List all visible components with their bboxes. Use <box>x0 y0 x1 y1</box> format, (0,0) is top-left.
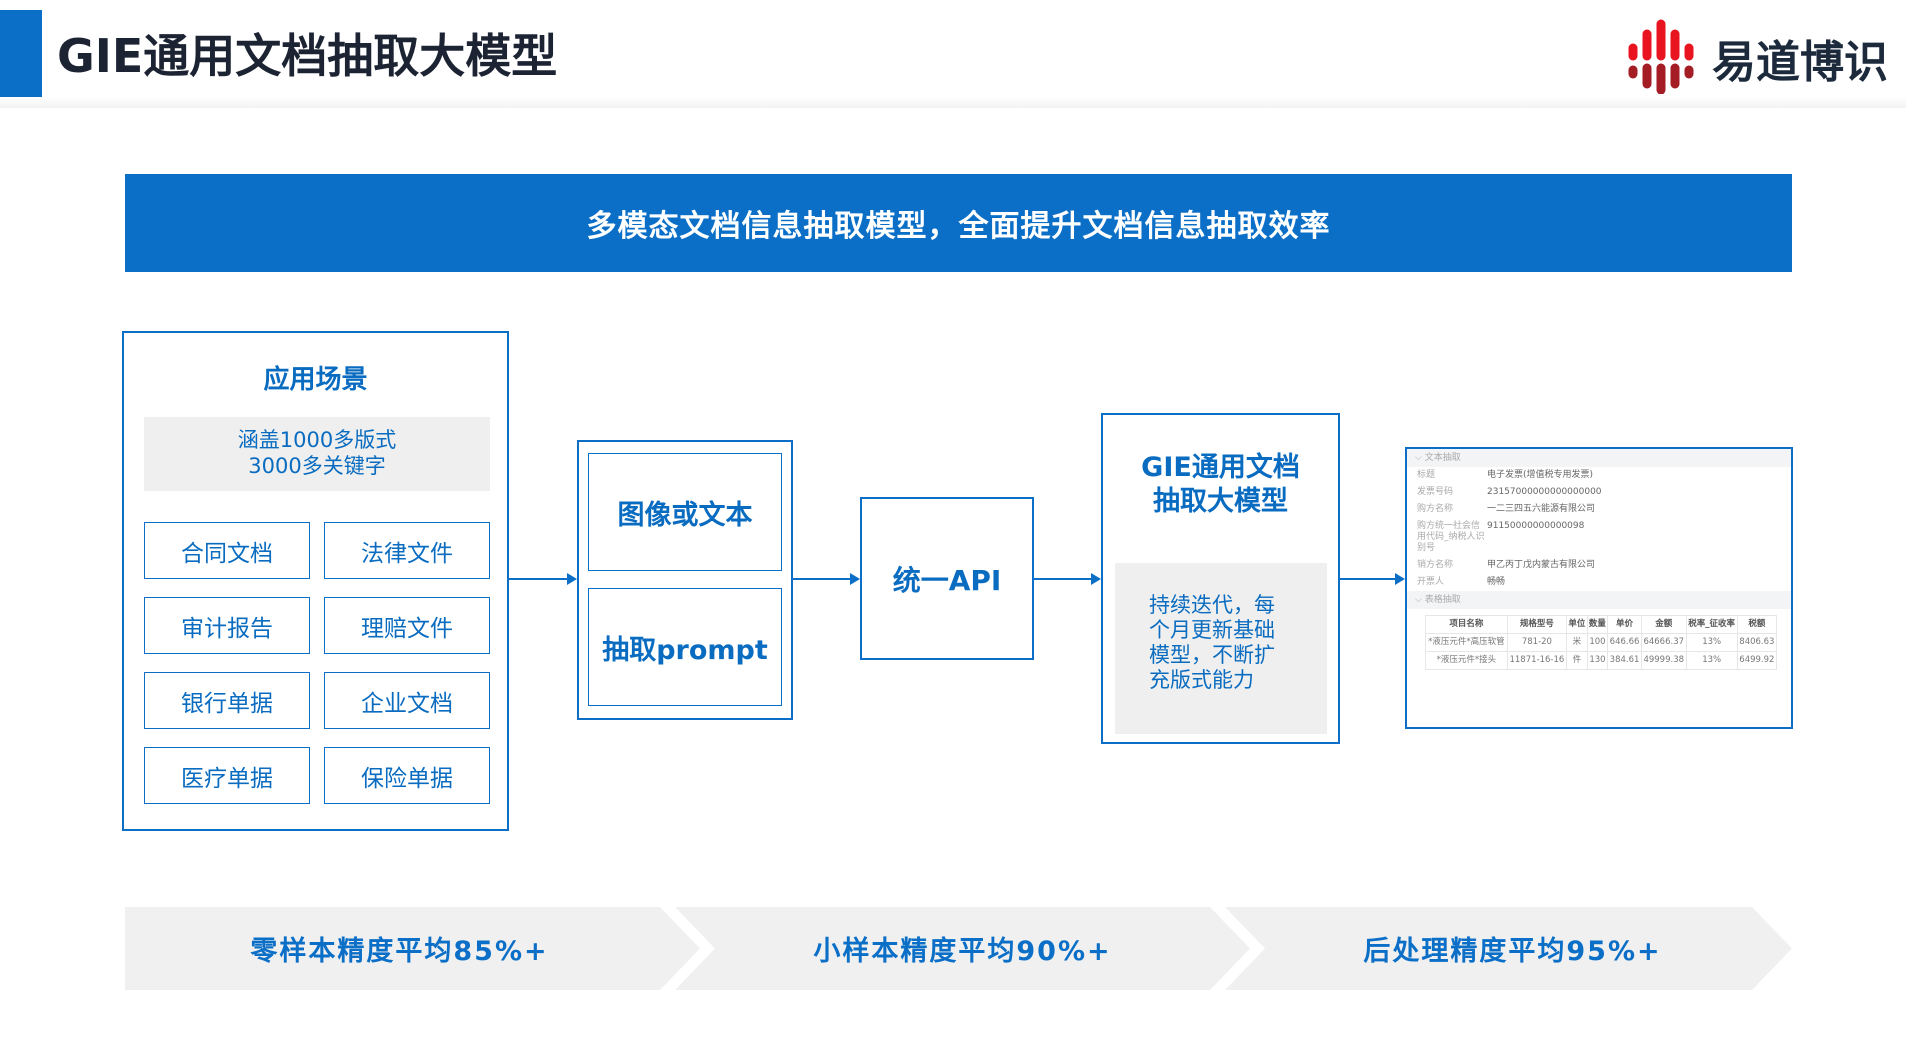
table-cell: 8406.63 <box>1736 633 1778 652</box>
column-header: 税额 <box>1736 615 1778 634</box>
table-cell: 130 <box>1586 651 1609 670</box>
metric-post-processing: 后处理精度平均95%+ <box>1363 936 1662 967</box>
scenarios-panel: 应用场景 涵盖1000多版式 3000多关键字 合同文档 法律文件 审计报告 理… <box>122 331 509 831</box>
column-header: 税率_征收率 <box>1685 615 1738 634</box>
model-title: GIE通用文档 抽取大模型 <box>1103 451 1338 519</box>
table-cell: 384.61 <box>1607 651 1642 670</box>
field-row: 标题 电子发票(增值税专用发票) <box>1407 467 1791 484</box>
chevron-shape <box>675 907 1250 990</box>
scenario-tag: 保险单据 <box>324 747 490 804</box>
scenario-tag: 审计报告 <box>144 597 310 654</box>
table-cell: *液压元件*接头 <box>1425 651 1508 670</box>
table-cell: 米 <box>1566 633 1588 652</box>
field-key: 销方名称 <box>1417 560 1454 570</box>
prompt-box: 抽取prompt <box>588 588 782 706</box>
scenario-tag: 合同文档 <box>144 522 310 579</box>
arrow-icon <box>793 573 860 585</box>
scenario-tag: 理赔文件 <box>324 597 490 654</box>
logo-icon <box>1628 19 1694 94</box>
field-value: 电子发票(增值税专用发票) <box>1487 470 1594 480</box>
table-cell: 49999.38 <box>1640 651 1687 670</box>
table-section-header[interactable]: ⌵ 表格抽取 <box>1407 591 1791 609</box>
model-panel: GIE通用文档 抽取大模型 持续迭代，每个月更新基础模型，不断扩充版式能力 <box>1101 413 1340 744</box>
table-cell: 781-20 <box>1506 633 1568 652</box>
coverage-line: 3000多关键字 <box>248 454 386 478</box>
column-header: 单价 <box>1607 615 1642 634</box>
banner: 多模态文档信息抽取模型，全面提升文档信息抽取效率 <box>125 174 1792 272</box>
model-title-line: 抽取大模型 <box>1153 486 1288 517</box>
field-key: 购方名称 <box>1417 504 1454 514</box>
field-key: 开票人 <box>1417 577 1445 587</box>
table-cell: 6499.92 <box>1736 651 1778 670</box>
logo-text: 易道博识 <box>1712 37 1888 88</box>
field-key: 发票号码 <box>1417 487 1454 497</box>
coverage-line: 涵盖1000多版式 <box>237 428 397 452</box>
text-section-header[interactable]: ⌵ 文本抽取 <box>1407 449 1791 467</box>
field-value: 一二三四五六能源有限公司 <box>1487 504 1596 514</box>
metric-few-shot: 小样本精度平均90%+ <box>813 936 1112 967</box>
page-title: GIE通用文档抽取大模型 <box>57 29 558 83</box>
column-header: 数量 <box>1586 615 1609 634</box>
field-value: 23157000000000000000 <box>1487 487 1602 497</box>
header <box>0 0 1906 108</box>
field-row: 购方名称 一二三四五六能源有限公司 <box>1407 501 1791 518</box>
table-cell: *液压元件*高压软管 <box>1425 633 1508 652</box>
model-description: 持续迭代，每个月更新基础模型，不断扩充版式能力 <box>1115 563 1327 734</box>
model-title-line: GIE通用文档 <box>1141 452 1300 483</box>
column-header: 金额 <box>1640 615 1687 634</box>
field-key: 购方统一社会信用代码_纳税人识别号 <box>1417 521 1485 553</box>
arrow-icon <box>1340 573 1405 585</box>
section-label: 表格抽取 <box>1424 595 1461 605</box>
section-label: 文本抽取 <box>1424 453 1461 463</box>
coverage-box: 涵盖1000多版式 3000多关键字 <box>144 417 490 491</box>
scenario-tag: 企业文档 <box>324 672 490 729</box>
table-cell: 64666.37 <box>1640 633 1687 652</box>
field-key: 标题 <box>1417 470 1436 480</box>
api-box: 统一API <box>860 497 1034 660</box>
column-header: 规格型号 <box>1506 615 1568 634</box>
chevron-shape <box>125 907 700 990</box>
scenario-tag: 法律文件 <box>324 522 490 579</box>
field-row: 发票号码 23157000000000000000 <box>1407 484 1791 501</box>
table-cell: 件 <box>1566 651 1588 670</box>
column-header: 单位 <box>1566 615 1588 634</box>
extraction-result-panel: ⌵ 文本抽取 标题 电子发票(增值税专用发票) 发票号码 23157000000000… <box>1405 447 1793 729</box>
scenario-tag: 医疗单据 <box>144 747 310 804</box>
table-cell: 13% <box>1685 651 1738 670</box>
table-cell: 100 <box>1586 633 1609 652</box>
field-value: 91150000000000098 <box>1487 521 1585 531</box>
scenarios-title: 应用场景 <box>263 365 368 395</box>
image-or-text-box: 图像或文本 <box>588 453 782 571</box>
field-row: 开票人 畅畅 <box>1407 574 1791 591</box>
field-value: 畅畅 <box>1487 577 1506 587</box>
column-header: 项目名称 <box>1425 615 1508 634</box>
header-accent-bar <box>0 10 42 97</box>
chevron-shape <box>1225 907 1792 990</box>
arrow-icon <box>509 573 577 585</box>
metric-zero-shot: 零样本精度平均85%+ <box>250 936 549 967</box>
field-value: 甲乙丙丁戊内蒙古有限公司 <box>1487 560 1596 570</box>
scenario-tag: 银行单据 <box>144 672 310 729</box>
table-cell: 646.66 <box>1607 633 1642 652</box>
table-cell: 13% <box>1685 633 1738 652</box>
metrics-chevrons <box>125 907 1792 990</box>
arrow-icon <box>1034 573 1101 585</box>
table-cell: 11871-16-16 <box>1506 651 1568 670</box>
input-panel <box>577 440 793 720</box>
field-row: 销方名称 甲乙丙丁戊内蒙古有限公司 <box>1407 557 1791 574</box>
